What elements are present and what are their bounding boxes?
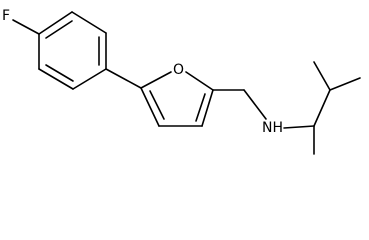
bond-ch2-n (243, 89, 267, 120)
double-bond-c1-c2 (45, 20, 73, 39)
amine-label: NH (262, 120, 283, 136)
bond-c1-c2 (38, 11, 73, 35)
bond-n-ch (283, 125, 315, 129)
oxygen-label: O (173, 62, 184, 78)
bond-c-f (12, 19, 40, 35)
bond-ch-ch3-right (329, 77, 361, 91)
bond-ch-ch3-upper (313, 61, 331, 91)
furan-ring (140, 71, 214, 127)
bond-phenyl-furan (105, 68, 142, 89)
structure-diagram: F O NH (2, 8, 361, 155)
bond-c4-c5 (72, 68, 107, 90)
molecule-drawing: F O NH (2, 8, 361, 155)
bond-c2-c3 (201, 89, 214, 127)
bond-c2-c3 (71, 11, 107, 34)
bond-c5-c6 (38, 68, 74, 90)
bond-ch-ch (313, 89, 331, 127)
double-bond-c5-c6 (45, 64, 74, 82)
double-bond-c2-c3 (195, 93, 206, 122)
bond-o-c2 (185, 71, 214, 91)
fluorine-label: F (2, 8, 10, 24)
benzene-ring (38, 11, 107, 90)
double-bond-c4-c5 (149, 90, 165, 120)
bond-c4-c5 (140, 87, 160, 127)
bond-c5-o (140, 71, 172, 89)
